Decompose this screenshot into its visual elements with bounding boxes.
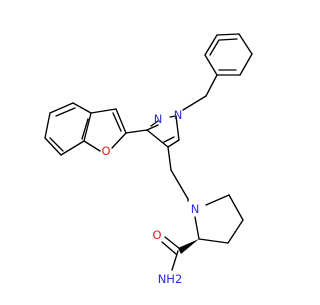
bond (167, 146, 172, 171)
bond (72, 102, 92, 114)
bond (209, 39, 220, 56)
bond (205, 74, 218, 97)
bond (90, 108, 117, 114)
bond (182, 95, 207, 111)
carbonyl-oxygen-label: O (152, 228, 161, 242)
pyrazole-n2-label: N (154, 112, 163, 126)
bond (112, 112, 122, 132)
bond (111, 132, 127, 149)
bond (146, 129, 169, 148)
pyrrolidine-n-label: N (191, 202, 200, 216)
structure-canvas: N N O N O NH2 (44, 33, 253, 286)
bond (83, 112, 92, 142)
bond (49, 102, 74, 114)
bond (239, 53, 253, 76)
bond (170, 169, 189, 200)
bond (164, 236, 181, 250)
bond (44, 137, 62, 156)
bond (60, 140, 85, 156)
bond (169, 115, 177, 118)
bond (219, 38, 238, 41)
bond (216, 33, 240, 36)
bond (81, 118, 89, 140)
bond (115, 108, 127, 134)
atom-label-layer: N N O N O NH2 (101, 108, 199, 286)
pyrazole-n1-label: N (174, 108, 183, 122)
amide-nh2-label: NH2 (158, 272, 183, 286)
bond (204, 54, 218, 76)
bond (204, 34, 218, 56)
bond (198, 238, 229, 244)
bond (125, 129, 148, 134)
bond (161, 241, 177, 255)
bond (83, 140, 101, 152)
bond (194, 216, 200, 240)
bond (49, 137, 64, 152)
bond (171, 250, 179, 271)
bond (227, 219, 244, 244)
bond-layer (44, 33, 253, 271)
bond (163, 136, 175, 143)
molecule-diagram: N N O N O NH2 (44, 33, 253, 286)
stereo-wedge (178, 239, 199, 254)
bond (44, 112, 51, 139)
bond (146, 124, 159, 131)
furan-oxygen-label: O (101, 144, 110, 158)
bond (55, 107, 76, 117)
bond (175, 115, 180, 141)
bond (238, 33, 253, 55)
bond (167, 139, 180, 148)
bond (228, 194, 244, 221)
bond (150, 120, 159, 127)
bond (205, 194, 230, 206)
